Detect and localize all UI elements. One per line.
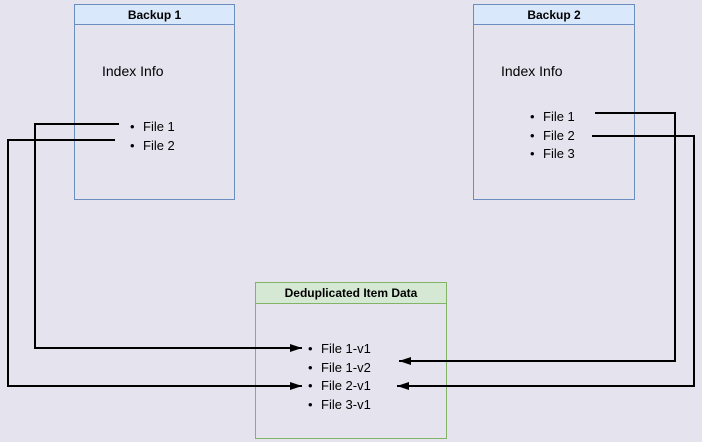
node-backup-2-title: Backup 2 [474, 5, 634, 25]
node-deduplicated-item-data-title: Deduplicated Item Data [256, 283, 446, 304]
node-backup-1-file-list: File 1File 2 [130, 118, 175, 155]
file-list-item: File 2 [530, 127, 575, 146]
file-list-item: File 3-v1 [308, 396, 371, 415]
node-backup-2-file-list: File 1File 2File 3 [530, 108, 575, 164]
file-list-item: File 1 [130, 118, 175, 137]
file-list-item: File 1-v1 [308, 340, 371, 359]
file-list-item: File 2 [130, 137, 175, 156]
node-backup-1: Backup 1 Index Info File 1File 2 [74, 4, 235, 200]
file-list-item: File 1-v2 [308, 359, 371, 378]
node-backup-2-index-info-label: Index Info [501, 63, 563, 79]
node-deduplicated-item-data: Deduplicated Item Data File 1-v1File 1-v… [255, 282, 447, 439]
node-backup-1-index-info-label: Index Info [102, 63, 164, 79]
file-list-item: File 1 [530, 108, 575, 127]
file-list-item: File 2-v1 [308, 377, 371, 396]
node-deduplicated-item-data-file-list: File 1-v1File 1-v2File 2-v1File 3-v1 [308, 340, 371, 414]
file-list-item: File 3 [530, 145, 575, 164]
node-backup-2: Backup 2 Index Info File 1File 2File 3 [473, 4, 635, 200]
node-backup-1-title: Backup 1 [75, 5, 234, 25]
